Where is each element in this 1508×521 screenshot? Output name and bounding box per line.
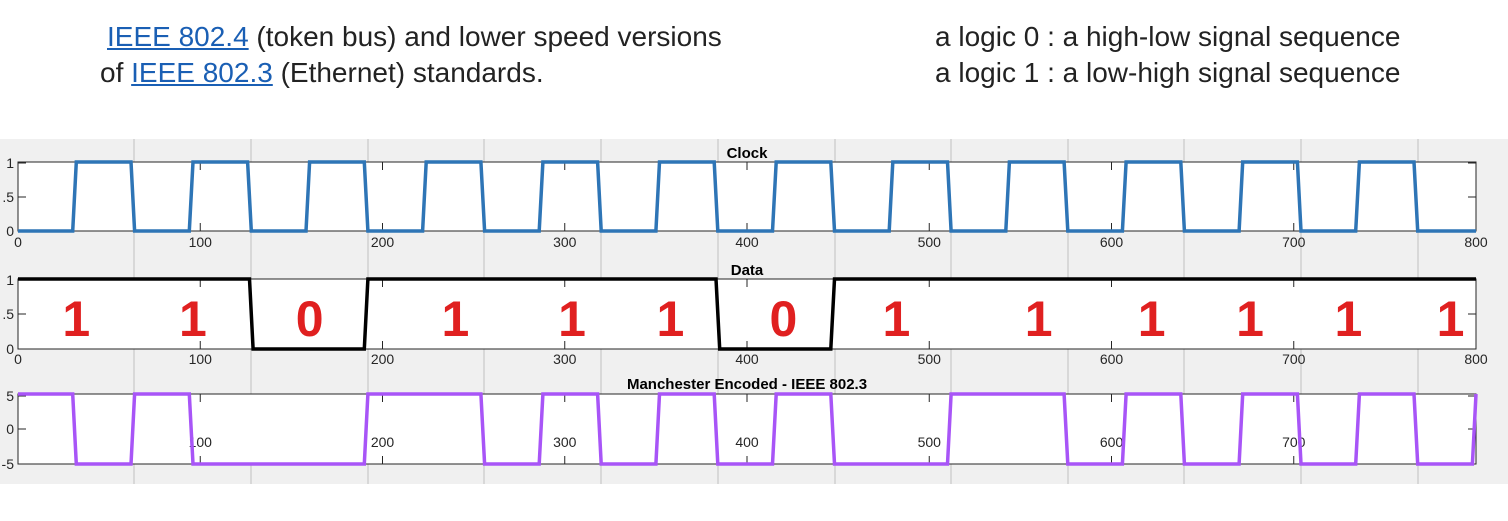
bit-value-label: 0 [296,291,324,347]
x-tick-label: 700 [1282,434,1306,450]
x-tick-label: 700 [1282,351,1306,367]
x-tick-label: 400 [735,351,759,367]
bit-value-label: 1 [62,291,90,347]
x-tick-label: 100 [189,351,213,367]
bit-value-label: 0 [770,291,798,347]
bit-value-label: 1 [1236,291,1264,347]
x-tick-label: 800 [1464,234,1488,250]
x-tick-label: 200 [371,234,395,250]
intro-line-2: of IEEE 802.3 (Ethernet) standards. [100,55,722,91]
axes-box [17,161,1477,232]
x-tick-label: 100 [189,434,213,450]
axes-title: Manchester Encoded - IEEE 802.3 [627,376,867,393]
x-tick-label: 800 [1464,351,1488,367]
axes-title: Clock [727,145,769,162]
y-tick-label: .5 [2,306,14,322]
x-tick-label: 0 [14,234,22,250]
x-tick-label: 600 [1100,234,1124,250]
signal-trace-1 [18,277,1476,351]
axes-box [17,278,1477,350]
axes-box [17,393,1477,465]
logic-1-definition: a logic 1 : a low-high signal sequence [935,57,1401,88]
signal-trace-2 [18,392,1478,466]
x-tick-label: 100 [189,234,213,250]
intro-line-2-prefix: of [100,57,132,88]
y-tick-label: 1 [6,155,14,171]
y-tick-label: 0 [6,341,14,357]
bit-value-label: 1 [1437,291,1465,347]
x-tick-label: 600 [1100,434,1124,450]
bit-value-label: 1 [657,291,685,347]
x-tick-label: 500 [918,234,942,250]
bit-value-label: 1 [558,291,586,347]
x-tick-label: 300 [553,234,577,250]
bit-value-label: 1 [441,291,469,347]
y-tick-label: -5 [2,456,15,472]
intro-text: IEEE 802.4 (token bus) and lower speed v… [100,19,722,91]
x-tick-label: 500 [918,434,942,450]
x-tick-label: 200 [371,351,395,367]
x-tick-label: 500 [918,351,942,367]
y-tick-label: 1 [6,272,14,288]
y-tick-label: .5 [2,189,14,205]
x-tick-label: 400 [735,434,759,450]
bit-value-label: 1 [1335,291,1363,347]
x-tick-label: 700 [1282,234,1306,250]
bit-value-label: 1 [179,291,207,347]
ieee-802-3-link[interactable]: IEEE 802.3 [131,57,273,88]
y-tick-label: 0 [6,421,14,437]
bit-value-label: 1 [883,291,911,347]
x-tick-label: 400 [735,234,759,250]
y-tick-label: 5 [6,388,14,404]
intro-line-1: IEEE 802.4 (token bus) and lower speed v… [100,19,722,55]
x-tick-label: 200 [371,434,395,450]
logic-definitions: a logic 0 : a high-low signal sequence a… [935,19,1400,91]
x-tick-label: 0 [14,351,22,367]
bit-value-label: 1 [1025,291,1053,347]
intro-line-2-text: (Ethernet) standards. [272,57,544,88]
signal-trace-0 [18,160,1476,233]
logic-0-definition: a logic 0 : a high-low signal sequence [935,21,1401,52]
bit-value-label: 1 [1138,291,1166,347]
x-tick-label: 300 [553,351,577,367]
axes-title: Data [731,262,764,279]
ieee-802-4-link[interactable]: IEEE 802.4 [107,21,249,52]
intro-line-1-text: (token bus) and lower speed versions [248,21,722,52]
x-tick-label: 600 [1100,351,1124,367]
x-tick-label: 300 [553,434,577,450]
y-tick-label: 0 [6,223,14,239]
